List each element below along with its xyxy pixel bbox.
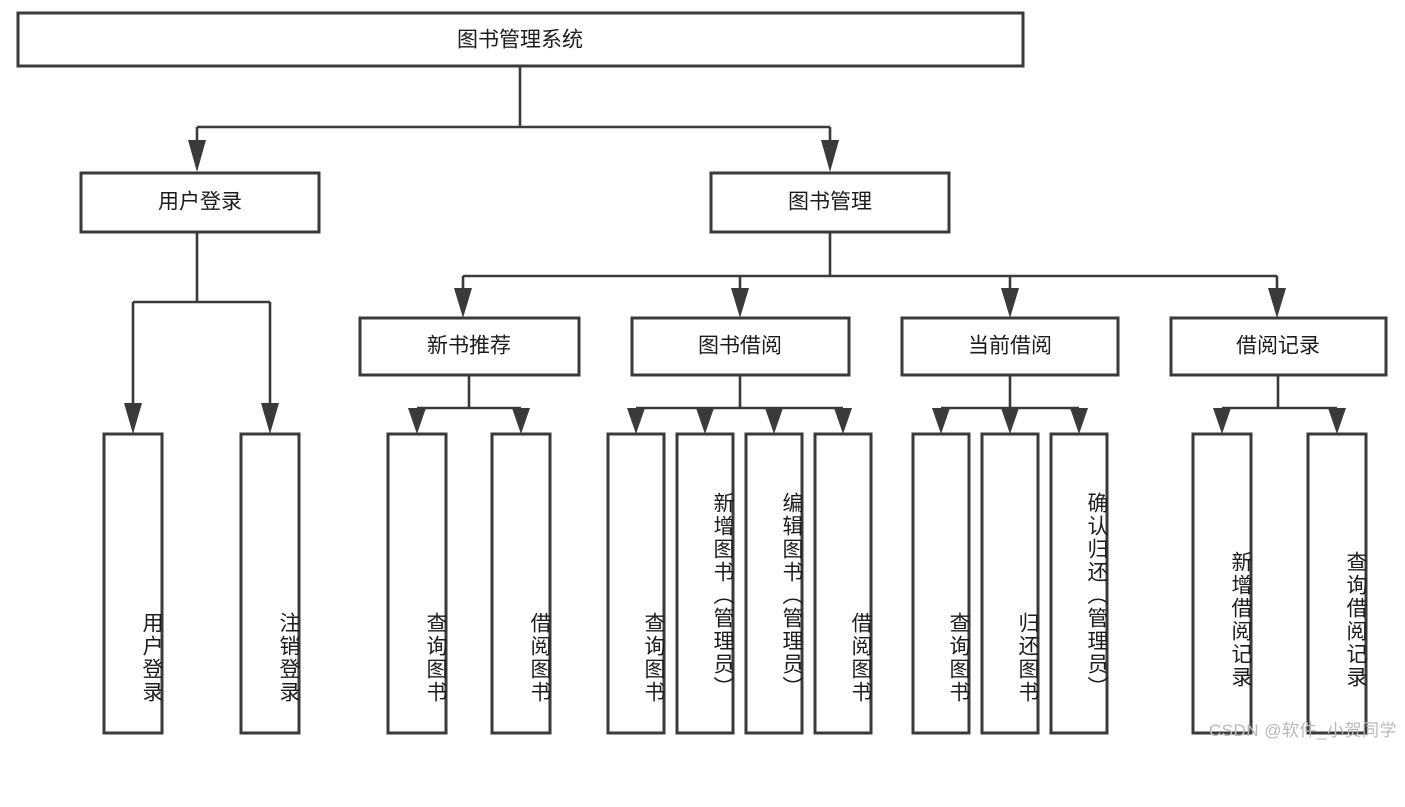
node-current-borrow-box[interactable] <box>900 316 1120 377</box>
arrowhead-leaf-borrow-record-2 <box>1328 408 1346 434</box>
hierarchy-diagram-svg: 图书管理系统 用户登录 图书管理 新书推荐 图书借阅 当前借阅 借阅记录 <box>16 11 1388 735</box>
leaf-box-borrow-record-1[interactable] <box>1191 432 1253 735</box>
csdn-watermark: CSDN @软件_小贺同学 <box>1208 721 1397 740</box>
leaf-box-book-borrow-2[interactable] <box>675 432 735 735</box>
leaf-box-book-borrow-1[interactable] <box>606 432 666 735</box>
leaf-box-user-login-2[interactable] <box>239 432 301 735</box>
node-book-borrow-box[interactable] <box>630 316 851 377</box>
arrowhead-leaf-new-book-rec-2 <box>512 408 530 434</box>
leaf-box-current-borrow-3[interactable] <box>1049 432 1109 735</box>
leaf-box-borrow-record-2[interactable] <box>1306 432 1368 735</box>
arrowhead-leaf-user-login-2 <box>261 403 279 434</box>
arrowhead-leaf-book-borrow-1 <box>627 408 645 434</box>
node-new-book-rec-label: 新书推荐 <box>427 335 511 358</box>
node-book-borrow-label: 图书借阅 <box>698 335 782 358</box>
node-borrow-record-box[interactable] <box>1169 316 1388 377</box>
node-new-book-rec-box[interactable] <box>358 316 581 377</box>
node-borrow-record-label: 借阅记录 <box>1236 335 1320 358</box>
leaf-box-book-borrow-3[interactable] <box>744 432 804 735</box>
arrowhead-leaf-book-borrow-4 <box>834 408 852 434</box>
arrowhead-leaf-user-login-1 <box>124 403 142 434</box>
leaf-box-new-book-rec-1[interactable] <box>386 432 448 735</box>
leaf-box-new-book-rec-2[interactable] <box>490 432 552 735</box>
leaf-box-user-login-1[interactable] <box>102 432 164 735</box>
leaf-box-current-borrow-2[interactable] <box>980 432 1040 735</box>
connectors-layer <box>124 66 1346 434</box>
node-user-login-box[interactable] <box>79 171 321 234</box>
diagram-canvas: 图书管理系统 用户登录 图书管理 新书推荐 图书借阅 当前借阅 借阅记录 <box>16 11 1397 740</box>
node-user-login-label: 用户登录 <box>158 191 242 214</box>
node-book-manage-label: 图书管理 <box>788 191 872 214</box>
nodes-layer: 图书管理系统 用户登录 图书管理 新书推荐 图书借阅 当前借阅 借阅记录 <box>16 11 1388 735</box>
arrowhead-leaf-borrow-record-1 <box>1213 408 1231 434</box>
arrowhead-new-book-rec <box>454 288 472 318</box>
arrowhead-leaf-current-borrow-3 <box>1070 408 1088 434</box>
leaf-box-book-borrow-4[interactable] <box>813 432 873 735</box>
arrowhead-leaf-book-borrow-3 <box>765 408 783 434</box>
arrowhead-leaf-book-borrow-2 <box>696 408 714 434</box>
arrowhead-borrow-record <box>1268 288 1286 318</box>
arrowhead-leaf-current-borrow-2 <box>1001 408 1019 434</box>
node-root-label: 图书管理系统 <box>457 29 583 52</box>
arrowhead-current-borrow <box>1001 288 1019 318</box>
arrowhead-leaf-current-borrow-1 <box>932 408 950 434</box>
arrowhead-book-manage <box>821 140 839 172</box>
arrowhead-book-borrow <box>731 288 749 318</box>
node-root-box[interactable] <box>16 11 1025 68</box>
arrowhead-user-login <box>188 140 206 172</box>
node-current-borrow-label: 当前借阅 <box>968 335 1052 358</box>
node-book-manage-box[interactable] <box>709 171 951 234</box>
leaf-box-current-borrow-1[interactable] <box>911 432 971 735</box>
arrowhead-leaf-new-book-rec-1 <box>408 408 426 434</box>
